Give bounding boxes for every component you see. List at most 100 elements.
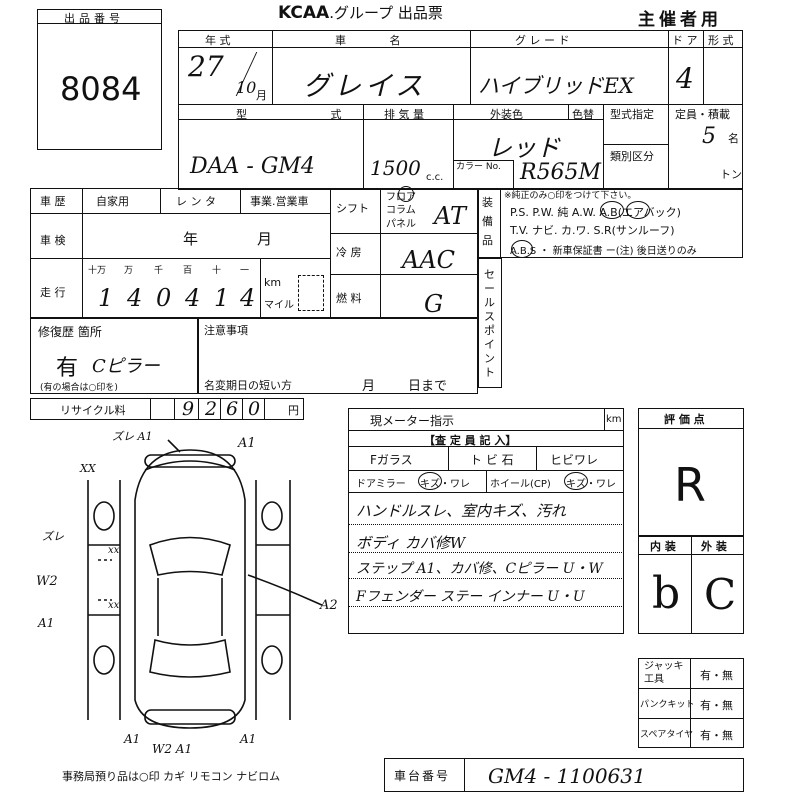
displacement-unit: c.c. — [426, 172, 444, 183]
inspection-box — [348, 408, 624, 634]
history-label: 車 歴 — [40, 195, 66, 208]
equipment-box — [478, 188, 743, 258]
model-value: グレイス — [303, 71, 427, 102]
recycle-digit-2: 2 — [205, 398, 218, 420]
tools-box — [638, 658, 744, 748]
remark-line-2: ボディ カバ修W — [356, 534, 466, 552]
shift-value: AT — [434, 202, 467, 230]
diagram-mark-4: ズレ — [42, 530, 64, 543]
car-windshield — [149, 536, 231, 576]
equipment-line-2: T.V. ナビ. カ.ワ. S.R(サンルーフ) — [510, 224, 675, 237]
category-label: 類別区分 — [610, 150, 654, 163]
exterior-value: C — [704, 570, 737, 619]
office-note: 事務局預り品は○印 カギ リモコン ナビロム — [62, 770, 281, 783]
digit-label-100: 百 — [183, 266, 193, 276]
rear-bumper — [144, 709, 236, 725]
car-body-outline — [134, 449, 246, 729]
chassis-box — [384, 758, 744, 792]
shape-label: 形 式 — [708, 34, 734, 47]
shift-column: コラム — [386, 205, 416, 216]
exterior-label: 外 装 — [701, 540, 727, 553]
car-roof — [157, 578, 223, 636]
puncture-label: パンクキット — [640, 700, 695, 710]
repair-note: Cピラー — [92, 356, 160, 377]
inspector-label: 【査 定 員 記 入】 — [424, 434, 517, 447]
remark-line-1: ハンドルスレ、室内キズ、汚れ — [356, 502, 567, 520]
deadline-month-unit: 月 — [362, 379, 376, 394]
mileage-label: 走 行 — [40, 286, 66, 299]
wheel-options: キズ・ワレ — [566, 479, 616, 490]
mileage-digit-3: 0 — [156, 284, 172, 312]
type-label: 型 式 — [236, 108, 382, 121]
rating-label: 評 価 点 — [664, 413, 705, 426]
color-change-label: 色替 — [572, 108, 594, 121]
front-bumper — [144, 454, 236, 468]
remark-line-3: ステップ A1、カバ修、Cピラー U・W — [356, 561, 603, 577]
mirror-options: キズ・ワレ — [420, 479, 470, 490]
month-unit: 月 — [256, 89, 267, 102]
chassis-label: 車台番号 — [394, 769, 451, 783]
meter-label: 現メーター指示 — [370, 414, 455, 428]
interior-value: b — [652, 568, 681, 619]
chassis-value: GM4 - 1100631 — [488, 764, 646, 788]
capacity-value: 5 — [702, 124, 716, 149]
sale-point-box — [478, 258, 502, 388]
diagram-mark-6: A1 — [38, 616, 55, 630]
meter-unit: km — [606, 414, 622, 425]
history-table — [30, 188, 478, 318]
digit-label-10k: 万 — [124, 266, 134, 276]
private-use-option: 自家用 — [96, 195, 129, 208]
grade-label: グ レ ー ド — [515, 34, 570, 47]
exterior-color-label: 外装色 — [490, 108, 523, 121]
digit-label-1k: 千 — [154, 266, 164, 276]
form-title: .グループ 出品票 — [329, 4, 443, 22]
equipment-line-3: A.B.S ・ 新車保証書 ー(注) 後日送りのみ — [510, 246, 697, 257]
front-right-wheel — [261, 501, 283, 531]
wheel-label: ホイール(CP) — [490, 479, 551, 490]
diagram-mark-12: xx — [108, 600, 120, 611]
diagram-mark-10: A1 — [240, 732, 257, 746]
car-rear-window — [149, 638, 231, 678]
inspection-year-unit: 年 — [183, 230, 199, 248]
ac-value: AAC — [402, 246, 456, 274]
left-door-line — [98, 559, 112, 601]
deadline-label: 名変期日の短い方 — [204, 379, 292, 392]
puncture-choice: 有・無 — [700, 699, 733, 712]
mileage-digit-2: 4 — [127, 284, 143, 312]
rating-value: R — [674, 458, 706, 512]
fuel-value: G — [424, 290, 444, 318]
grade-value: ハイブリッドEX — [478, 74, 634, 98]
spare-label: スペアタイヤ — [640, 730, 694, 740]
interior-label: 内 装 — [650, 540, 676, 553]
jack-choice: 有・無 — [700, 669, 733, 682]
diagram-mark-2: A1 — [238, 436, 256, 451]
diagram-mark-8: A1 — [124, 732, 141, 746]
doors-value: 4 — [676, 62, 694, 95]
capacity-label: 定員・積載 — [675, 108, 730, 121]
recycle-label: リサイクル料 — [60, 404, 126, 417]
model-label: 車 名 — [335, 34, 421, 47]
vehicle-info-table — [178, 30, 743, 190]
wheel-scratch-circle — [564, 472, 588, 490]
ac-label: 冷 房 — [336, 246, 362, 259]
equipment-label: 装備品 — [482, 196, 493, 247]
year-label: 年 式 — [205, 34, 231, 47]
capacity-unit: 名 — [728, 132, 739, 145]
jack-label: ジャッキ工具 — [644, 661, 684, 685]
notes-box — [198, 318, 478, 394]
shift-panel: パネル — [386, 219, 416, 230]
month-value: 10 — [236, 78, 257, 97]
diagram-mark-5: W2 — [36, 574, 58, 589]
recycle-digit-1: 9 — [182, 398, 195, 420]
diagram-mark-3: XX — [80, 462, 96, 475]
km-label: km — [264, 276, 282, 289]
lot-number-box — [37, 9, 162, 150]
org-title: KCAA.グループ 出品票 — [278, 2, 443, 23]
type-designation-label: 型式指定 — [610, 108, 654, 121]
mileage-digit-1: 1 — [98, 284, 114, 312]
color-value: レッド — [488, 134, 560, 162]
diagram-mark-11: xx — [108, 545, 120, 556]
diagram-mark-9: W2 A1 — [152, 742, 193, 756]
mile-label: マイル — [264, 300, 294, 311]
shift-floor-circle — [398, 186, 414, 202]
